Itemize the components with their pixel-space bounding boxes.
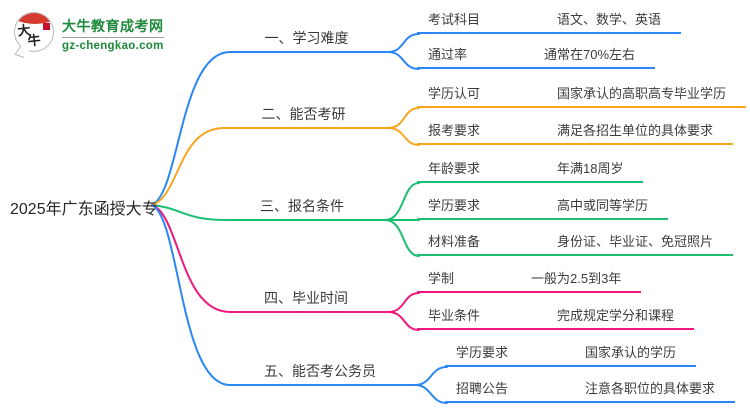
logo-red-seal: [43, 23, 50, 30]
leaf-value: 身份证、毕业证、免冠照片: [557, 234, 714, 249]
leaf-label: 招聘公告: [456, 381, 509, 396]
daniu-logo-icon: 大牛: [14, 12, 56, 58]
leaf-material-preparation: 材料准备 身份证、毕业证、免冠照片: [417, 234, 734, 256]
leaf-label: 报考要求: [428, 123, 481, 138]
branch-label-study-difficulty: 一、学习难度: [264, 30, 349, 46]
leaf-label: 材料准备: [428, 234, 481, 249]
leaf-study-duration: 学制 一般为2.5到3年: [417, 271, 642, 293]
leaf-exam-subjects: 考试科目 语文、数学、英语: [417, 12, 682, 34]
leaf-degree-recognition: 学历认可 国家承认的高职高专毕业学历: [417, 86, 747, 108]
branch-label-civil-service: 五、能否考公务员: [264, 363, 376, 379]
leaf-recruitment-notice: 招聘公告 注意各职位的具体要求: [445, 381, 736, 403]
leaf-label: 学历要求: [428, 198, 481, 213]
connector-branch-study-difficulty: [151, 33, 420, 206]
leaf-label: 学历要求: [456, 345, 509, 360]
leaf-value: 完成规定学分和课程: [557, 308, 675, 323]
leaf-value: 通常在70%左右: [544, 47, 636, 62]
leaf-value: 高中或同等学历: [557, 198, 649, 213]
leaf-value: 年满18周岁: [557, 161, 624, 176]
leaf-graduation-conditions: 毕业条件 完成规定学分和课程: [417, 308, 695, 330]
leaf-civil-degree-requirement: 学历要求 国家承认的学历: [445, 345, 697, 367]
leaf-value: 国家承认的学历: [585, 345, 677, 360]
leaf-application-requirements: 报考要求 满足各招生单位的具体要求: [417, 123, 734, 145]
leaf-value: 一般为2.5到3年: [531, 271, 622, 286]
leaf-value: 满足各招生单位的具体要求: [557, 123, 714, 138]
connector-branch-graduation: [151, 204, 420, 331]
leaf-value: 国家承认的高职高专毕业学历: [557, 86, 727, 101]
logo-bubble-tail: [14, 46, 30, 58]
connector-branch-registration: [151, 182, 420, 257]
logo-site-name: 大牛教育成考网: [62, 17, 164, 34]
leaf-label: 年龄要求: [428, 161, 481, 176]
leaf-label: 学历认可: [428, 86, 481, 101]
leaf-value: 语文、数学、英语: [557, 12, 662, 27]
branch-label-postgraduate: 二、能否考研: [261, 106, 346, 122]
branch-label-registration: 三、报名条件: [260, 198, 344, 214]
leaf-label: 毕业条件: [428, 308, 481, 323]
logo-circle-badge: [14, 12, 54, 52]
leaf-education-requirement: 学历要求 高中或同等学历: [417, 198, 669, 220]
leaf-age-requirement: 年龄要求 年满18周岁: [417, 161, 644, 183]
leaf-label: 考试科目: [428, 12, 481, 27]
branch-label-graduation: 四、毕业时间: [264, 290, 348, 306]
connector-branch-postgraduate: [151, 107, 420, 206]
connector-branch-civil-service: [151, 204, 448, 404]
leaf-pass-rate: 通过率 通常在70%左右: [417, 47, 656, 69]
central-topic: 2025年广东函授大专: [10, 201, 158, 218]
leaf-label: 学制: [428, 271, 455, 286]
leaf-label: 通过率: [428, 47, 468, 62]
leaf-value: 注意各职位的具体要求: [585, 381, 716, 396]
site-logo[interactable]: 大牛 大牛教育成考网 gz-chengkao.com: [14, 12, 164, 58]
logo-site-domain: gz-chengkao.com: [62, 36, 164, 53]
